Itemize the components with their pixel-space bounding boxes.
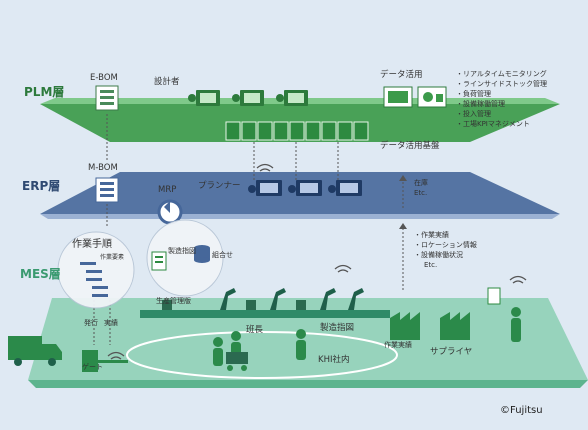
supplier-label: サプライヤ bbox=[430, 347, 473, 357]
designer-workstation-3 bbox=[276, 90, 308, 106]
planner-label: プランナー bbox=[198, 181, 241, 191]
mfg-order-label: 製造指図 bbox=[168, 247, 196, 255]
truck-icon bbox=[8, 336, 62, 366]
mbom-label: M-BOM bbox=[88, 163, 118, 173]
planner-workstation-3 bbox=[328, 180, 362, 196]
kit-database-icon bbox=[194, 245, 210, 263]
supplier-doc-icon bbox=[487, 287, 501, 305]
gate-icon bbox=[82, 350, 128, 372]
data-platform-label: データ活用基盤 bbox=[380, 141, 440, 151]
mbom-icon bbox=[95, 177, 119, 203]
wifi-icons bbox=[107, 163, 527, 360]
plm-feature-1: ・リアルタイムモニタリング bbox=[456, 70, 547, 78]
ebom-icon bbox=[95, 85, 119, 111]
work-results-label: 作業実績 bbox=[384, 341, 412, 349]
mfg-order-bubble bbox=[146, 219, 224, 297]
procedure-label: 作業手順 bbox=[72, 239, 112, 250]
plm-feature-5: ・投入管理 bbox=[456, 110, 491, 118]
designer-label: 設計者 bbox=[154, 77, 180, 87]
khi-label: KHI社内 bbox=[318, 355, 350, 365]
designer-workstation-2 bbox=[232, 90, 264, 106]
planner-workstation-1 bbox=[248, 180, 282, 196]
procedure-tree-icon bbox=[80, 262, 108, 297]
plm-layer-label: PLM層 bbox=[24, 85, 65, 99]
designer-workstation-1 bbox=[188, 90, 220, 106]
issue-label: 発行 bbox=[84, 319, 98, 327]
copyright: ©Fujitsu bbox=[500, 405, 543, 416]
supplier-factory-1 bbox=[390, 312, 420, 340]
feedback-2: ・ロケーション情報 bbox=[414, 241, 477, 249]
feedback-3: ・設備稼働状況 bbox=[414, 251, 463, 259]
supplier-figure bbox=[511, 307, 521, 342]
gate-label: ゲート bbox=[82, 363, 103, 371]
data-use-label: データ活用 bbox=[380, 70, 423, 80]
arrow-up-inventory bbox=[399, 175, 407, 181]
work-elements-label: 作業要素 bbox=[100, 254, 125, 261]
inventory-label: 在庫 bbox=[414, 179, 428, 187]
plm-feature-2: ・ラインサイドストック管理 bbox=[456, 80, 547, 88]
dashboard-icon-2 bbox=[417, 86, 447, 108]
dashboard-icon-1 bbox=[383, 86, 413, 108]
plm-feature-4: ・設備稼働管理 bbox=[456, 100, 505, 108]
kit-label: 組合せ bbox=[212, 251, 233, 259]
ebom-label: E-BOM bbox=[90, 73, 118, 83]
plm-feature-6: ・工場KPIマネジメント bbox=[456, 120, 530, 128]
results-label: 実績 bbox=[104, 319, 118, 327]
prod-mgmt-label: 生産管理版 bbox=[156, 297, 191, 305]
erp-etc-label: Etc. bbox=[414, 189, 428, 197]
mrp-cycle-icon bbox=[157, 199, 183, 225]
conveyor bbox=[140, 310, 390, 318]
mrp-label: MRP bbox=[158, 185, 177, 195]
robot-arms bbox=[220, 288, 364, 310]
mes-layer-label: MES層 bbox=[20, 267, 61, 281]
conveyor-boxes bbox=[162, 300, 306, 310]
worker-figure bbox=[296, 329, 306, 360]
mfg-order2-label: 製造指図 bbox=[320, 323, 355, 333]
plm-feature-3: ・負荷管理 bbox=[456, 90, 491, 98]
arrow-up-feedback bbox=[399, 223, 407, 229]
mfg-order-doc-icon bbox=[151, 251, 167, 271]
feedback-1: ・作業実績 bbox=[414, 231, 449, 239]
cart-worker-figure bbox=[213, 337, 248, 371]
data-platform-servers bbox=[225, 121, 369, 141]
supplier-factory-2 bbox=[440, 312, 470, 340]
leader-label: 班長 bbox=[246, 325, 264, 335]
feedback-4: Etc. bbox=[424, 261, 438, 269]
erp-layer-label: ERP層 bbox=[22, 179, 61, 193]
planner-workstation-2 bbox=[288, 180, 322, 196]
khi-oval bbox=[126, 331, 398, 379]
